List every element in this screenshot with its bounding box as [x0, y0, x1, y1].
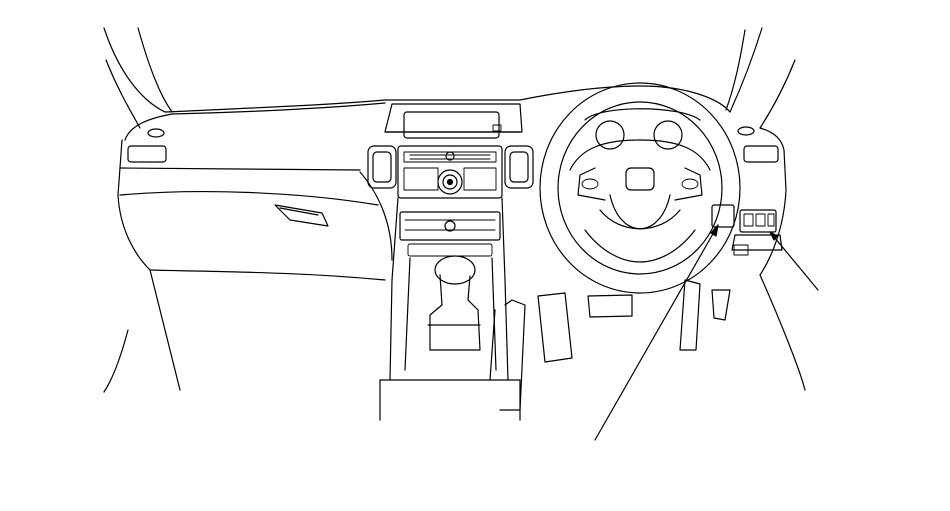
- right-a-pillar: [725, 27, 796, 129]
- left-a-pillar: [103, 27, 173, 129]
- passenger-door-edge: [103, 269, 181, 393]
- left-side-vent: [127, 128, 167, 163]
- glovebox-handle: [274, 204, 329, 227]
- pedals: [537, 279, 701, 363]
- center-stack: [367, 145, 534, 257]
- callout-steering-column-switch: [594, 224, 719, 441]
- callout-right-switch-panel: [769, 231, 819, 291]
- center-console: [379, 197, 521, 421]
- gear-shifter: [427, 255, 481, 351]
- center-display: [384, 103, 523, 139]
- dashboard-top-panel: [124, 85, 785, 151]
- footwell-outline: [489, 299, 526, 411]
- right-side-vent: [737, 126, 779, 163]
- passenger-dash-panel: [117, 139, 393, 281]
- right-switch-panel: [711, 204, 783, 256]
- driver-door-edge: [711, 149, 806, 391]
- instrument-cluster: [584, 108, 701, 150]
- steering-wheel: [539, 82, 741, 294]
